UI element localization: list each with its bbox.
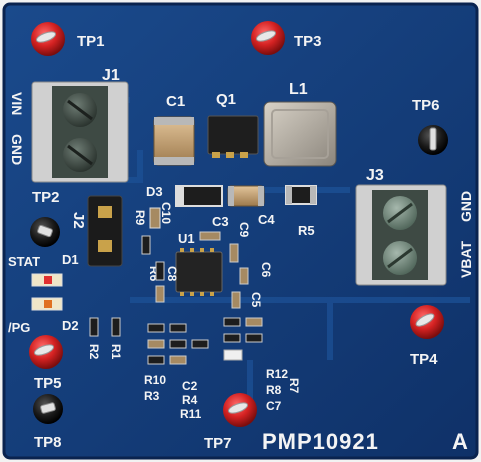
l1-label: L1 bbox=[289, 81, 308, 98]
led-d2: /PG D2 bbox=[8, 297, 79, 335]
j3-vbat-label: VBAT bbox=[458, 240, 474, 278]
ic-u1: U1 bbox=[175, 231, 223, 296]
j3-gnd-label: GND bbox=[458, 191, 474, 222]
r4-label: R4 bbox=[182, 393, 198, 407]
r9-label: R9 bbox=[133, 210, 147, 226]
capacitor-c3: C3 bbox=[199, 214, 229, 241]
c4-label: C4 bbox=[258, 212, 275, 227]
r11-label: R11 bbox=[180, 407, 202, 421]
j2-label: J2 bbox=[70, 212, 87, 229]
diode-d3: D3 bbox=[146, 184, 223, 207]
testpoint-tp1: TP1 bbox=[31, 22, 105, 56]
q1-label: Q1 bbox=[216, 91, 236, 108]
connector-j3: J3 VBAT GND bbox=[355, 167, 474, 286]
tp5-label: TP5 bbox=[34, 375, 62, 392]
d1-label: D1 bbox=[62, 252, 79, 267]
c10-label: C10 bbox=[159, 202, 173, 224]
testpoint-tp8: TP8 bbox=[33, 394, 63, 451]
tp6-label: TP6 bbox=[412, 97, 440, 114]
capacitor-c8: C8 bbox=[155, 266, 179, 303]
tp2-label: TP2 bbox=[32, 189, 60, 206]
c6-label: C6 bbox=[259, 262, 273, 278]
capacitor-c9: C9 bbox=[229, 222, 251, 263]
c2-label: C2 bbox=[182, 379, 198, 393]
j1-label: J1 bbox=[102, 67, 120, 84]
board-name: PMP10921 bbox=[262, 429, 379, 454]
stat-label: STAT bbox=[8, 254, 40, 269]
c5-label: C5 bbox=[249, 292, 263, 308]
passive-cluster-left bbox=[147, 323, 209, 365]
inductor-l1: L1 bbox=[263, 81, 337, 167]
led-d1: STAT D1 bbox=[8, 252, 79, 287]
testpoint-tp5: TP5 bbox=[29, 335, 63, 392]
r2-label: R2 bbox=[87, 344, 101, 360]
passive-cluster-right bbox=[223, 317, 263, 361]
pg-label: /PG bbox=[8, 320, 30, 335]
r1-label: R1 bbox=[109, 344, 123, 360]
r5-label: R5 bbox=[298, 223, 315, 238]
j1-vin-label: VIN bbox=[9, 92, 25, 115]
r7-label: R7 bbox=[287, 378, 301, 394]
testpoint-tp4: TP4 bbox=[410, 305, 444, 368]
testpoint-tp2: TP2 bbox=[30, 189, 60, 247]
c8-label: C8 bbox=[165, 266, 179, 282]
capacitor-c10: C10 bbox=[149, 202, 173, 229]
connector-j2: J2 bbox=[70, 195, 123, 267]
u1-label: U1 bbox=[178, 231, 195, 246]
resistor-r1: R1 bbox=[109, 317, 123, 360]
mosfet-q1: Q1 bbox=[207, 91, 259, 158]
c3-label: C3 bbox=[212, 214, 229, 229]
c9-label: C9 bbox=[237, 222, 251, 238]
testpoint-tp7: TP7 bbox=[204, 393, 257, 452]
resistor-r9: R9 bbox=[133, 210, 151, 255]
resistor-r2: R2 bbox=[87, 317, 101, 360]
d2-label: D2 bbox=[62, 318, 79, 333]
testpoint-tp3: TP3 bbox=[251, 21, 322, 55]
tp7-label: TP7 bbox=[204, 435, 232, 452]
testpoint-tp6: TP6 bbox=[412, 97, 448, 155]
r8-label: R8 bbox=[266, 383, 282, 397]
r10-label: R10 bbox=[144, 373, 166, 387]
d3-label: D3 bbox=[146, 184, 163, 199]
tp8-label: TP8 bbox=[34, 434, 62, 451]
tp4-label: TP4 bbox=[410, 351, 438, 368]
connector-j1: J1 VIN GND bbox=[9, 67, 129, 183]
tp1-label: TP1 bbox=[77, 33, 105, 50]
c7-label: C7 bbox=[266, 399, 282, 413]
resistor-r6: R6 bbox=[147, 261, 165, 282]
j1-gnd-label: GND bbox=[9, 134, 25, 165]
capacitor-c4: C4 bbox=[227, 185, 275, 227]
capacitor-c6: C6 bbox=[239, 262, 273, 285]
r3-label: R3 bbox=[144, 389, 160, 403]
resistor-r5: R5 bbox=[285, 185, 317, 238]
capacitor-c5: C5 bbox=[231, 291, 263, 309]
board-revision: A bbox=[452, 429, 468, 454]
r12-label: R12 bbox=[266, 367, 288, 381]
j3-label: J3 bbox=[366, 167, 384, 184]
tp3-label: TP3 bbox=[294, 33, 322, 50]
capacitor-c1: C1 bbox=[153, 93, 195, 166]
c1-label: C1 bbox=[166, 93, 185, 110]
